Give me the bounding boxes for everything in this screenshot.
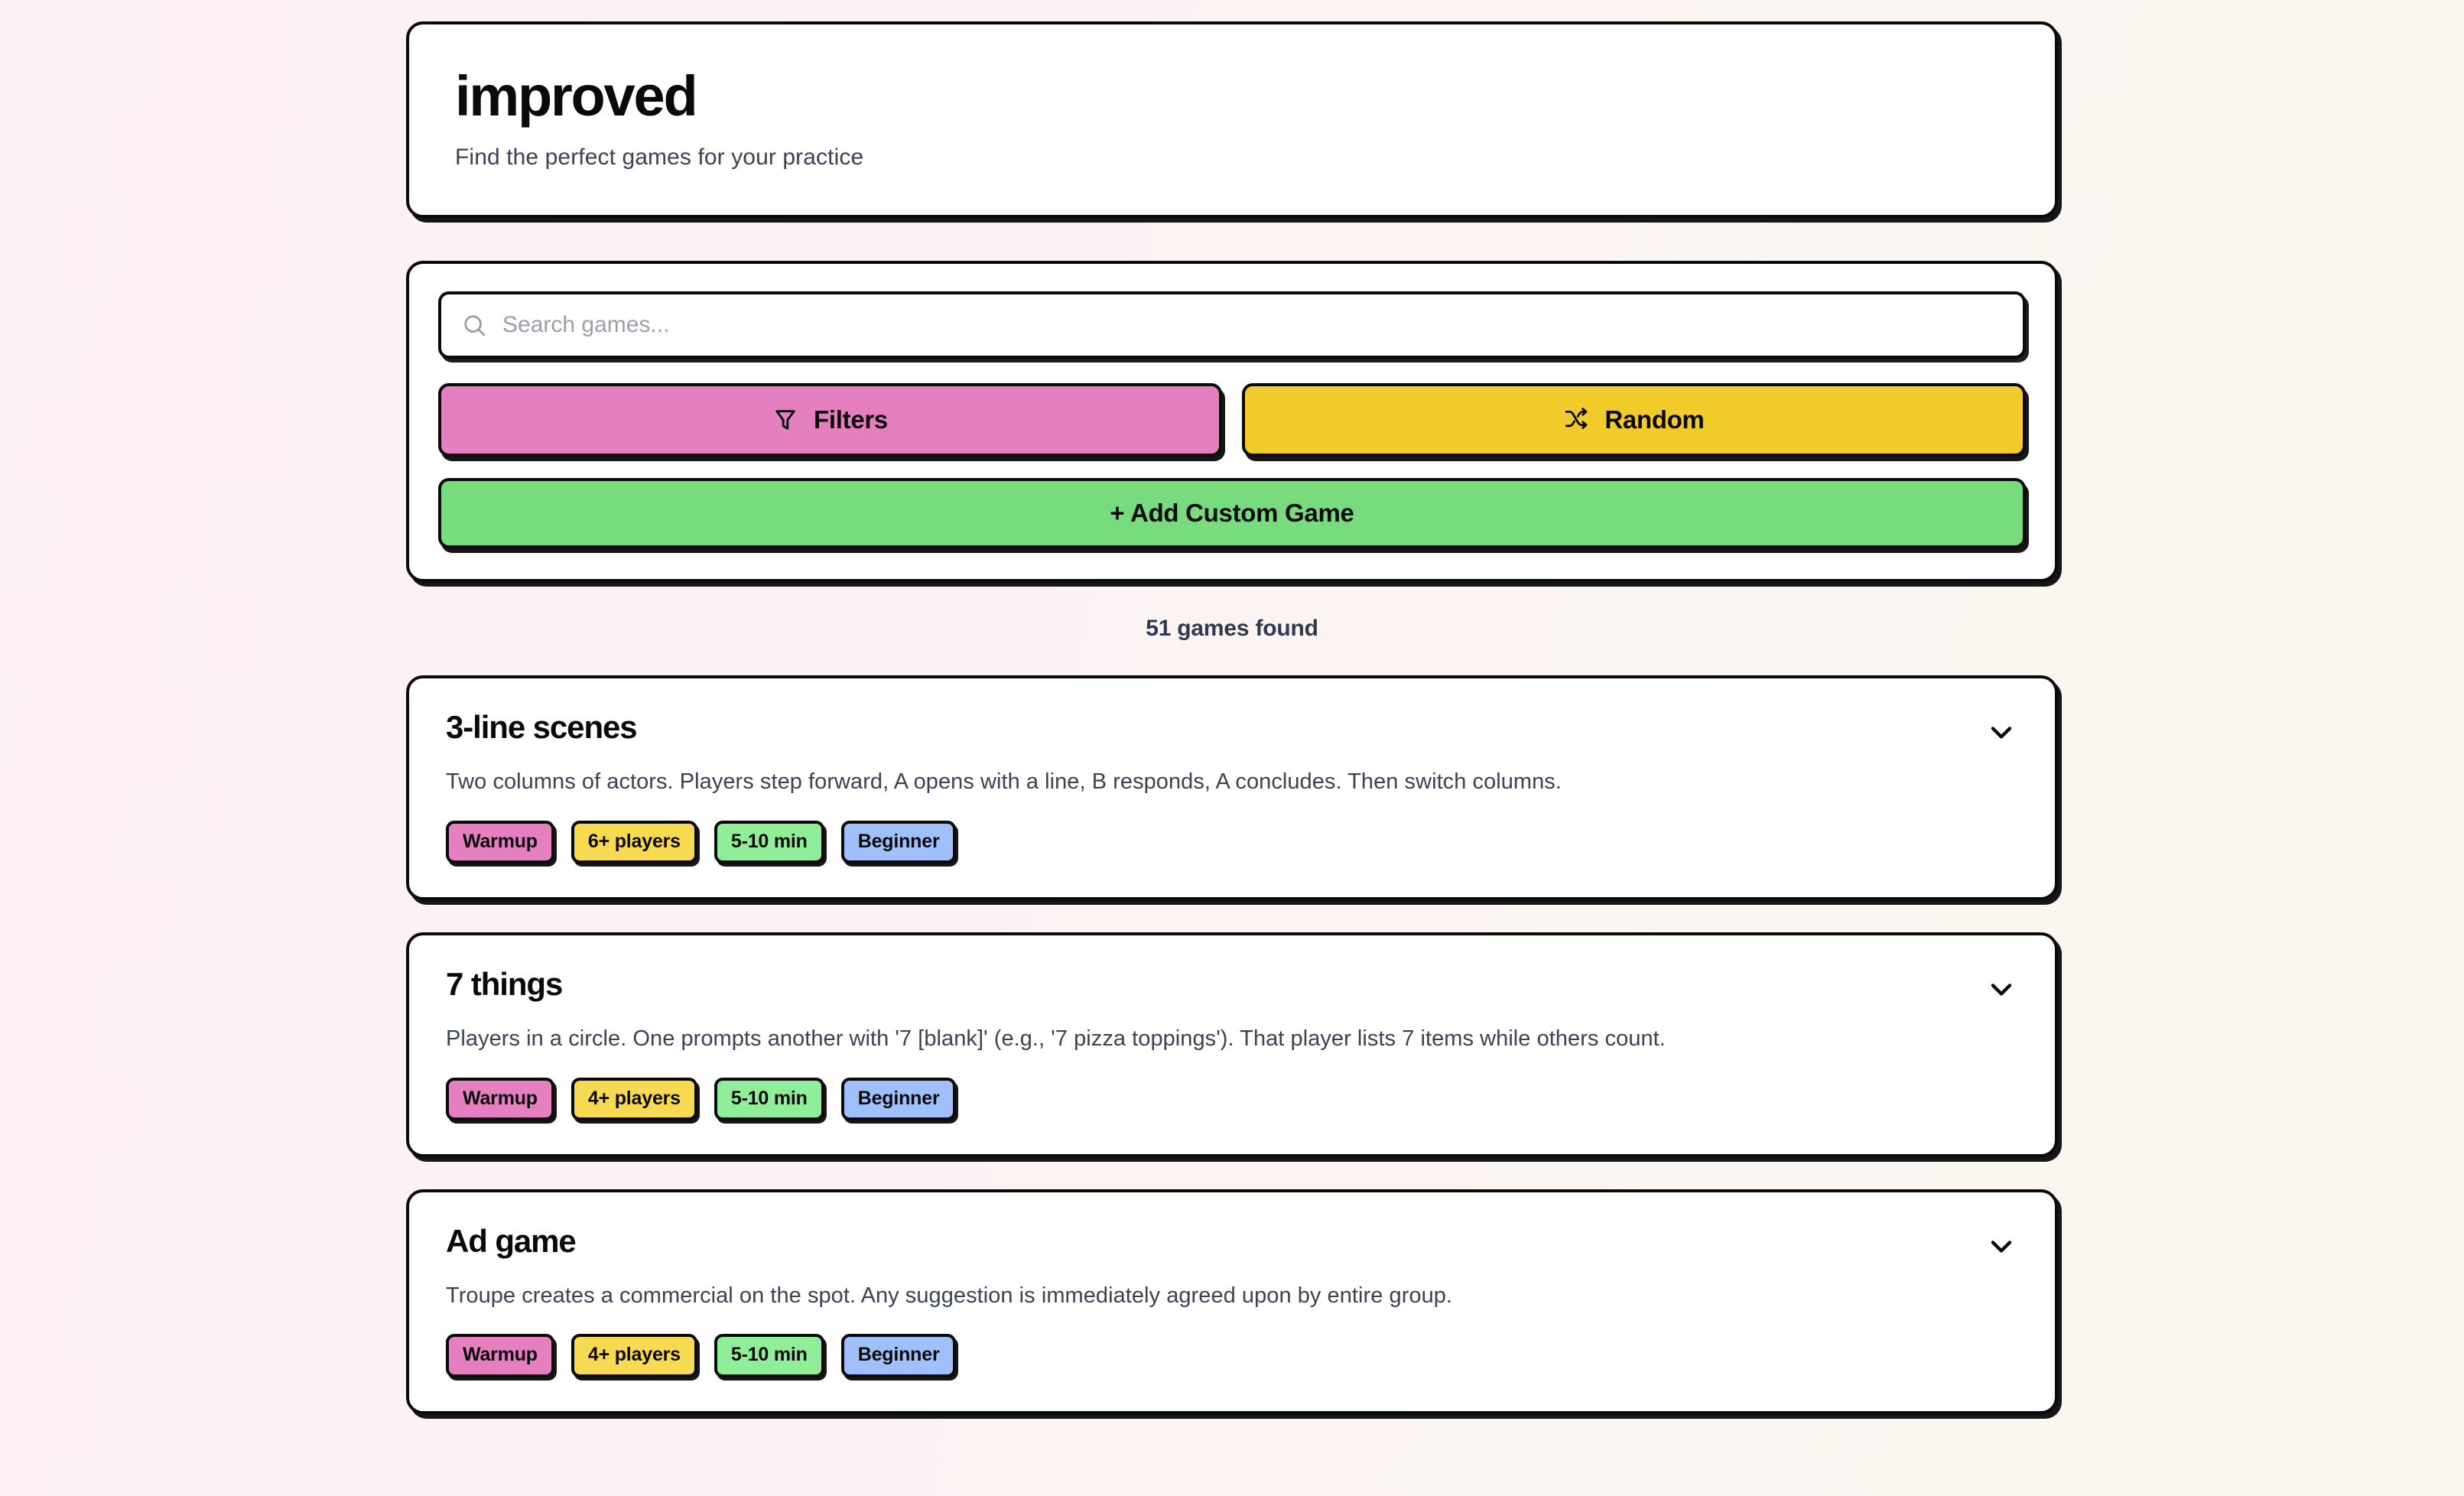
funnel-icon [775,410,795,431]
game-tag-level: Beginner [840,1077,957,1121]
game-card-header: 3-line scenes [446,711,2018,749]
page-shell: improved Find the perfect games for your… [406,0,2058,1415]
game-tag-duration: 5-10 min [714,1334,824,1378]
random-button-label: Random [1604,405,1705,434]
search-bar[interactable] [438,291,2026,359]
game-tag-duration: 5-10 min [714,1077,824,1121]
game-title: 7 things [446,966,563,1003]
chevron-down-icon[interactable] [1985,1229,2018,1263]
expand-toggle[interactable] [1985,711,2018,749]
action-button-row: Filters Random [438,383,2026,457]
game-tag-duration: 5-10 min [714,820,824,864]
add-custom-game-button[interactable]: + Add Custom Game [438,478,2026,549]
game-card-header: 7 things [446,968,2018,1006]
filters-button-label: Filters [814,405,888,434]
shuffle-icon [1565,408,1588,430]
controls-panel: Filters Random + Add Custom Game [406,261,2058,583]
game-title: 3-line scenes [446,709,638,746]
game-card-header: Ad game [446,1224,2018,1263]
game-description: Two columns of actors. Players step forw… [446,769,1562,795]
game-tag-players: 4+ players [570,1334,697,1378]
filters-button[interactable]: Filters [438,383,1222,457]
game-tag-category: Warmup [446,1334,554,1378]
chevron-down-icon[interactable] [1985,972,2018,1006]
search-icon [464,315,486,337]
game-tag-level: Beginner [840,820,957,864]
chevron-down-icon[interactable] [1985,715,2018,749]
random-button[interactable]: Random [1242,383,2026,457]
game-tag-players: 6+ players [570,820,697,864]
game-tag-category: Warmup [446,820,554,864]
game-description: Troupe creates a commercial on the spot.… [446,1283,1453,1309]
page-title: improved [455,64,698,128]
game-tag-category: Warmup [446,1077,554,1121]
expand-toggle[interactable] [1985,968,2018,1006]
page-subtitle: Find the perfect games for your practice [455,145,864,171]
game-description: Players in a circle. One prompts another… [446,1026,1666,1052]
game-tag-list: Warmup 4+ players 5-10 min Beginner [446,1334,2018,1378]
game-tag-players: 4+ players [570,1077,697,1121]
game-tag-level: Beginner [840,1334,957,1378]
app-header: improved Find the perfect games for your… [406,21,2058,219]
search-input[interactable] [502,294,2003,356]
expand-toggle[interactable] [1985,1224,2018,1263]
results-count: 51 games found [1146,616,1318,642]
game-tag-list: Warmup 4+ players 5-10 min Beginner [446,1077,2018,1121]
game-tag-list: Warmup 6+ players 5-10 min Beginner [446,820,2018,864]
game-title: Ad game [446,1223,577,1260]
